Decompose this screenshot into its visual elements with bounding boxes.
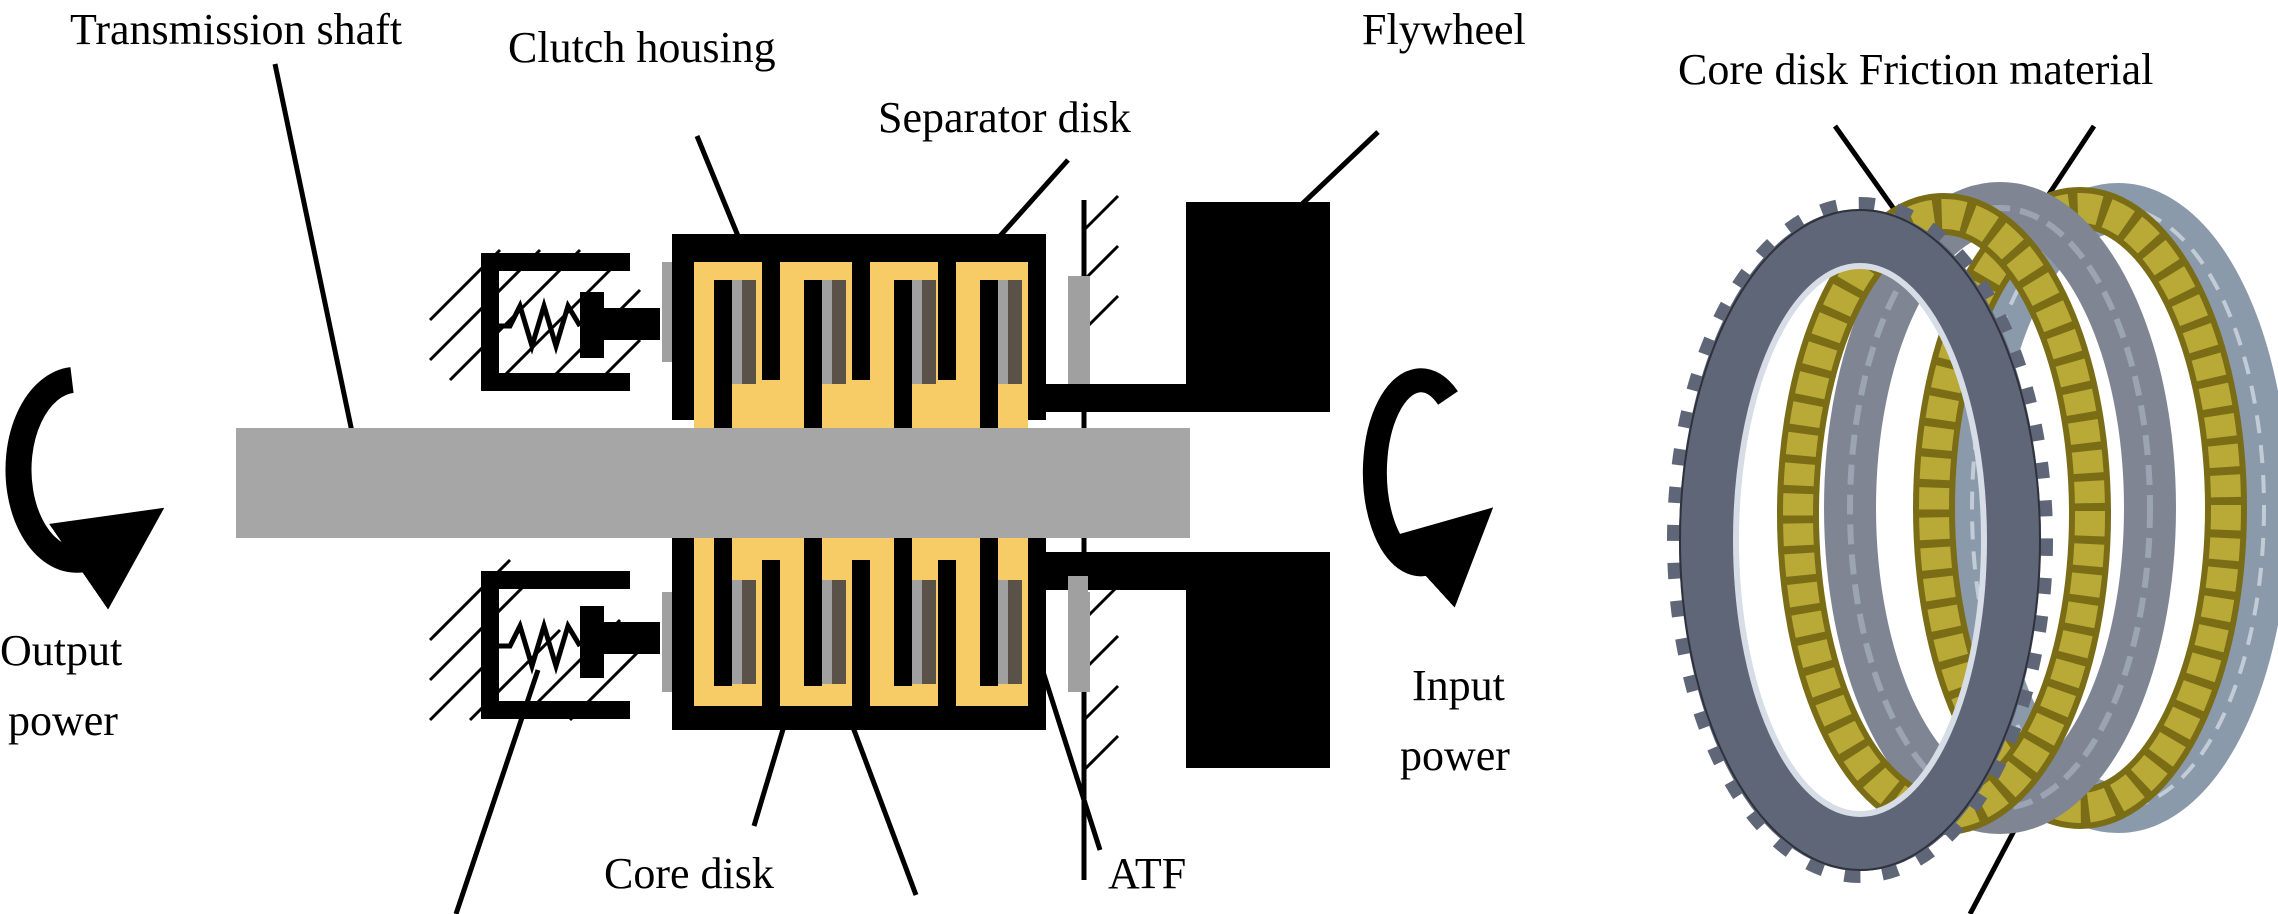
input-rotation-arrow-icon xyxy=(1362,368,1494,608)
transmission-shaft xyxy=(236,428,1190,538)
clutch-pack-upper xyxy=(672,234,1046,428)
transmission-shaft-leader xyxy=(272,63,355,433)
output-power-label-line1: Output xyxy=(0,626,122,675)
clutch-housing-leader xyxy=(694,135,741,237)
input-power-label-line2: power xyxy=(1400,731,1510,780)
piston-housing-upper xyxy=(481,253,660,391)
return-spring-lower-spring-icon xyxy=(498,617,583,675)
return-spring-upper-spring-icon xyxy=(498,297,583,355)
pressure-plate-upper-right xyxy=(1068,276,1090,384)
steel-plate-3d-front xyxy=(1679,209,2041,871)
flywheel-lower xyxy=(1046,552,1330,768)
piston-housing-lower xyxy=(481,571,660,719)
clutch-housing-label: Clutch housing xyxy=(508,23,776,72)
steel-plate-teeth xyxy=(1667,197,2053,883)
output-power-label-line2: power xyxy=(8,696,118,745)
flywheel-leader xyxy=(1298,130,1380,208)
core-disk-label: Core disk xyxy=(604,849,774,898)
input-power-label-line1: Input xyxy=(1412,661,1505,710)
flywheel-upper xyxy=(1046,202,1330,412)
clutch-pack-3d-render xyxy=(1667,182,2278,883)
output-rotation-arrow-icon xyxy=(5,367,165,610)
separator-disk-label: Separator disk xyxy=(878,93,1131,142)
atf-label: ATF xyxy=(1108,849,1186,898)
flywheel-label: Flywheel xyxy=(1362,5,1526,54)
core-disk-friction-material-label: Core disk Friction material xyxy=(1678,45,2153,94)
pressure-plate-lower-right xyxy=(1068,592,1090,692)
transmission-shaft-label: Transmission shaft xyxy=(70,5,402,54)
clutch-pack-lower xyxy=(672,534,1046,730)
